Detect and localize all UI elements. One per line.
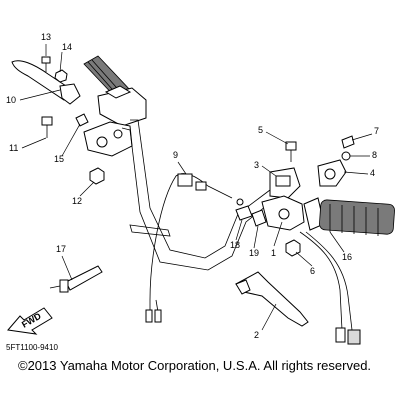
lever-2 — [235, 271, 309, 327]
callout-11: 11 — [9, 143, 18, 153]
right-switch-housing — [269, 167, 301, 199]
right-grip — [303, 197, 395, 236]
nut-12 — [89, 167, 105, 185]
callout-2: 2 — [254, 330, 259, 340]
callout-18: 18 — [230, 240, 240, 250]
screw-5 — [285, 141, 297, 162]
part-18 — [235, 205, 253, 221]
bolt-13 — [41, 56, 51, 72]
callout-14: 14 — [62, 42, 72, 52]
copyright-notice: ©2013 Yamaha Motor Corporation, U.S.A. A… — [18, 358, 372, 373]
callout-15: 15 — [54, 154, 64, 164]
clamp-4 — [317, 159, 347, 187]
callout-10: 10 — [6, 95, 16, 105]
callout-9: 9 — [173, 150, 178, 160]
callout-7: 7 — [374, 126, 379, 136]
callout-4: 4 — [370, 168, 375, 178]
left-switch-housing — [97, 85, 147, 127]
washer-8 — [341, 151, 351, 161]
callout-12: 12 — [72, 196, 82, 206]
callout-numbers: 13 14 10 11 15 12 9 5 3 7 8 4 1 18 19 6 … — [6, 32, 379, 340]
left-perch — [83, 121, 133, 157]
cable-9 — [145, 173, 244, 323]
leader-lines — [19, 44, 373, 331]
callout-1: 1 — [271, 248, 276, 258]
nut-14 — [54, 69, 68, 83]
bolt-11 — [41, 116, 53, 138]
callout-8: 8 — [372, 150, 377, 160]
callout-17: 17 — [56, 244, 66, 254]
screw-7 — [341, 135, 355, 149]
left-lever — [11, 60, 81, 105]
right-wiring — [299, 231, 361, 345]
screw-15 — [75, 113, 89, 127]
callout-6: 6 — [310, 266, 315, 276]
part-19 — [251, 209, 267, 227]
callout-19: 19 — [249, 248, 259, 258]
strap-17 — [49, 265, 103, 293]
callout-3: 3 — [254, 160, 259, 170]
callout-16: 16 — [342, 252, 352, 262]
fwd-arrow-icon: FWD — [7, 307, 53, 335]
callout-5: 5 — [258, 125, 263, 135]
figure-code: 5FT1100-9410 — [6, 343, 58, 352]
callout-13: 13 — [41, 32, 51, 42]
right-perch — [261, 195, 305, 231]
